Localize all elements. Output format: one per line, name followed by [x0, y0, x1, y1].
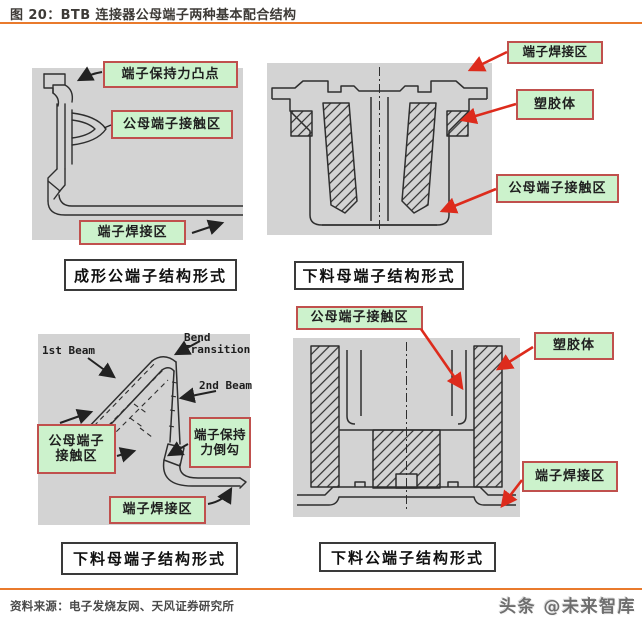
label-text: 公母端子接触区 [122, 116, 221, 132]
label-contact-area-p3: 公母端子 接触区 [37, 424, 116, 474]
watermark: 头条 @未来智库 [499, 597, 636, 617]
caption-blanked-female-section: 下料母端子结构形式 [294, 261, 464, 290]
label-text: 端子焊接区 [534, 468, 605, 484]
label-solder-area-p3: 端子焊接区 [109, 496, 206, 524]
caption-blanked-female-3d: 下料母端子结构形式 [61, 542, 238, 575]
label-text: 端子焊接区 [122, 502, 193, 518]
label-contact-area-p4: 公母端子接触区 [296, 306, 423, 330]
label-text: 接触区 [55, 449, 98, 464]
blanked-male-section-drawing [293, 338, 520, 517]
caption-text: 下料母端子结构形式 [302, 267, 456, 285]
source-note: 资料来源：电子发烧友网、天风证券研究所 [10, 599, 235, 613]
label-text: Transition [184, 343, 251, 357]
formed-male-terminal-drawing [32, 68, 243, 240]
label-text: 力倒勾 [200, 441, 240, 457]
blanked-female-section-drawing [267, 63, 492, 235]
label-solder-area-p1: 端子焊接区 [79, 220, 186, 245]
label-text: 端子保持 [193, 426, 246, 442]
caption-text: 成形公端子结构形式 [73, 266, 227, 285]
caption-blanked-male-section: 下料公端子结构形式 [319, 542, 496, 572]
label-solder-area-p2: 端子焊接区 [507, 41, 603, 64]
label-first-beam: 1st Beam [42, 344, 95, 357]
label-plastic-body-p2: 塑胶体 [516, 89, 594, 120]
caption-formed-male: 成形公端子结构形式 [64, 259, 237, 291]
label-text: 端子焊接区 [522, 44, 588, 60]
label-bend-transition: Bend Transition [184, 331, 251, 357]
label-second-beam: 2nd Beam [199, 379, 252, 392]
caption-text: 下料母端子结构形式 [72, 550, 226, 568]
title-divider [0, 22, 642, 24]
label-text: 塑胶体 [533, 96, 576, 112]
footer-divider [0, 588, 642, 590]
label-retention-bump: 端子保持力凸点 [103, 61, 238, 88]
label-contact-area-p2: 公母端子接触区 [496, 174, 619, 203]
label-contact-area-p1: 公母端子接触区 [111, 110, 233, 139]
label-text: 公母端子接触区 [508, 180, 607, 196]
label-text: 塑胶体 [552, 338, 595, 354]
label-text: 公母端子接触区 [310, 310, 409, 326]
label-solder-area-p4: 端子焊接区 [522, 461, 618, 492]
caption-text: 下料公端子结构形式 [330, 548, 484, 567]
label-plastic-body-p4: 塑胶体 [534, 332, 614, 360]
label-text: 端子保持力凸点 [121, 66, 220, 82]
label-text: 公母端子 [48, 433, 105, 449]
label-text: 端子焊接区 [97, 224, 168, 240]
label-retention-barb-p3: 端子保持 力倒勾 [189, 417, 251, 468]
figure-title: 图 20：BTB 连接器公母端子两种基本配合结构 [10, 8, 297, 23]
